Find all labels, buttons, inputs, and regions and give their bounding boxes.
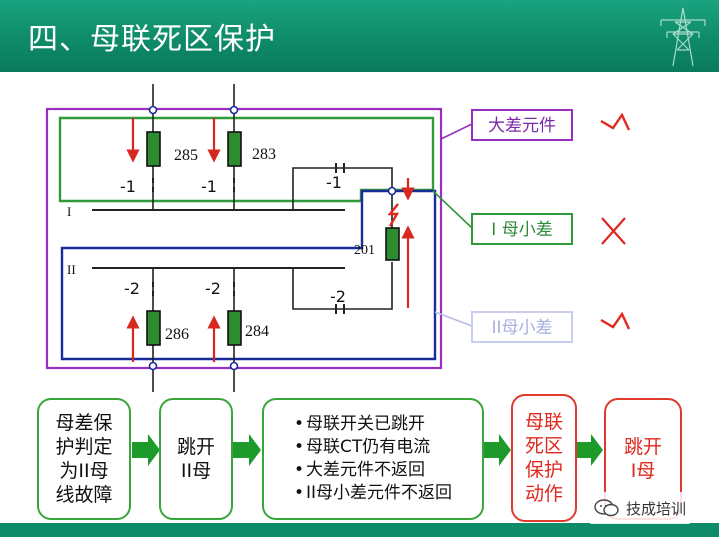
flow-box-5-text: 跳开 I母 bbox=[623, 436, 662, 482]
flow-box-conditions: •母联开关已跳开 •母联CT仍有电流 •大差元件不返回 •II母小差元件不返回 bbox=[262, 398, 484, 520]
legend-ii-mu: II母小差 bbox=[491, 318, 552, 338]
bus-i-label: I bbox=[67, 204, 71, 219]
breaker-285 bbox=[146, 131, 161, 167]
flow-box-4-text: 母联 死区 保护 动作 bbox=[524, 411, 563, 505]
switch-284-label: -2 bbox=[205, 279, 221, 298]
cross-mark-icon bbox=[601, 217, 626, 245]
i-mu-zone bbox=[58, 116, 435, 203]
watermark-text: 技成培训 bbox=[626, 499, 687, 518]
condition-item: •II母小差元件不返回 bbox=[293, 483, 453, 503]
legend-da-cha: 大差元件 bbox=[488, 116, 556, 136]
switch-tie1-label: -1 bbox=[326, 173, 342, 192]
label-283: 283 bbox=[252, 146, 276, 163]
page-title: 四、母联死区保护 bbox=[28, 22, 276, 57]
ii-mu-zone bbox=[60, 189, 437, 361]
flow-box-deadzone-protection: 母联 死区 保护 动作 bbox=[511, 394, 577, 522]
breaker-286 bbox=[146, 310, 161, 346]
flow-box-1-text: 母差保 护判定 为II母 线故障 bbox=[55, 412, 113, 506]
switch-285-label: -1 bbox=[120, 177, 136, 196]
switch-286-label: -2 bbox=[124, 279, 140, 298]
switch-tie2-label: -2 bbox=[330, 287, 346, 306]
watermark: 技成培训 bbox=[588, 492, 693, 524]
wechat-icon bbox=[594, 499, 619, 517]
da-cha-zone bbox=[45, 107, 443, 370]
label-284: 284 bbox=[245, 323, 269, 340]
legend-i-mu-box bbox=[471, 213, 573, 245]
condition-item: •母联CT仍有电流 bbox=[293, 437, 431, 457]
check-mark-icon bbox=[600, 311, 631, 330]
check-mark-icon bbox=[600, 112, 631, 131]
breaker-284 bbox=[227, 310, 242, 346]
conditions-list: •母联开关已跳开 •母联CT仍有电流 •大差元件不返回 •II母小差元件不返回 bbox=[294, 413, 452, 505]
title-banner: 四、母联死区保护 bbox=[0, 0, 719, 72]
switch-283-label: -1 bbox=[201, 177, 217, 196]
flow-box-trip-ii-bus: 跳开 II母 bbox=[159, 398, 233, 520]
label-285: 285 bbox=[174, 147, 198, 164]
legend-ii-mu-box bbox=[471, 311, 573, 343]
label-201: 201 bbox=[354, 243, 375, 258]
condition-item: •母联开关已跳开 bbox=[293, 414, 425, 434]
bus-ii-label: II bbox=[67, 262, 76, 277]
condition-item: •大差元件不返回 bbox=[293, 460, 425, 480]
legend-da-cha-box bbox=[471, 109, 573, 141]
flow-box-fault-judgement: 母差保 护判定 为II母 线故障 bbox=[37, 398, 131, 520]
label-286: 286 bbox=[165, 326, 189, 343]
fault-lightning-icon bbox=[387, 203, 400, 227]
breaker-201 bbox=[385, 227, 400, 261]
breaker-283 bbox=[227, 131, 242, 167]
power-tower-icon bbox=[660, 7, 706, 67]
legend-i-mu: I 母小差 bbox=[491, 220, 552, 240]
flow-box-2-text: 跳开 II母 bbox=[176, 436, 215, 482]
footer-bar bbox=[0, 523, 719, 537]
